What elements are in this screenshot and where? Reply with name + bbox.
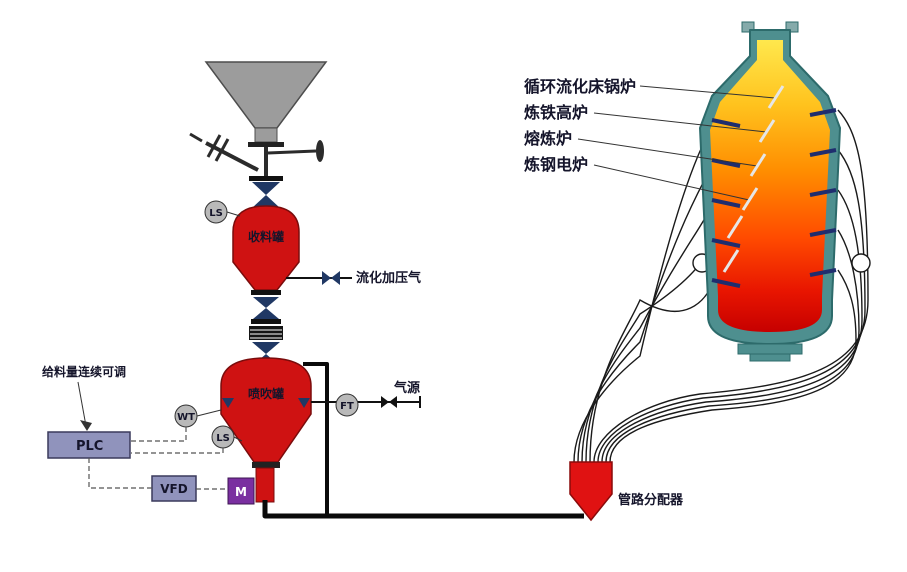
flange-2 xyxy=(251,319,281,324)
fluidizing-valve-left xyxy=(322,271,331,285)
label-pointer-lines xyxy=(577,85,776,201)
wire-wt-plc xyxy=(131,427,187,442)
pipe-left-5 xyxy=(589,279,715,463)
valve-cone-bottom xyxy=(252,195,280,208)
rotary-feeder: M xyxy=(227,462,280,505)
motor-label: M xyxy=(235,485,247,499)
inter-tank-stack xyxy=(249,290,283,366)
furnace-top-lug-left xyxy=(741,21,755,33)
pipe-distributor: 管路分配器 xyxy=(569,461,684,522)
pipe-left-4 xyxy=(585,239,715,463)
feeder-flange xyxy=(252,462,280,468)
lance-highlights xyxy=(722,215,744,273)
expansion-loop-right xyxy=(851,253,871,273)
pipe-right-2 xyxy=(597,149,866,463)
pipe-right-3 xyxy=(601,189,863,463)
flange-1 xyxy=(251,290,281,295)
injection-tank: 喷吹罐 xyxy=(220,357,312,463)
receiving-tank-inlet-valve xyxy=(249,176,283,208)
lance-tips-right xyxy=(809,108,837,277)
feed-note-arrow-line xyxy=(77,381,87,427)
plc-box xyxy=(47,431,131,459)
bottom-conveying-pipe xyxy=(262,500,584,519)
valve-flange xyxy=(249,176,283,181)
pipe-left-3 xyxy=(581,199,715,463)
valve-cone-top xyxy=(252,182,280,195)
hopper-neck xyxy=(254,127,278,143)
weight-transmitter: WT xyxy=(174,404,222,428)
injection-tank-label: 喷吹罐 xyxy=(248,386,284,401)
wt-label: WT xyxy=(177,412,195,423)
gas-source-label: 气源 xyxy=(394,380,420,396)
fluidizing-valve-right xyxy=(331,271,340,285)
pointer-end-lances xyxy=(741,85,785,211)
pipe-left-2 xyxy=(577,159,715,463)
wt-link xyxy=(196,409,222,417)
ft-label: FT xyxy=(340,401,354,412)
handwheel-stem xyxy=(267,149,317,155)
hopper-funnel xyxy=(204,61,328,129)
ls-top-circle xyxy=(204,200,228,224)
ft-circle xyxy=(335,393,359,417)
fluidizing-gas-label: 流化加压气 xyxy=(356,270,421,286)
receiving-tank-label: 收料罐 xyxy=(248,229,284,244)
furnace xyxy=(699,21,841,362)
furnace-base xyxy=(737,343,803,355)
gas-source-line: 气源 FT xyxy=(311,380,421,417)
wire-plc-vfd xyxy=(88,458,152,489)
wire-ls-plc xyxy=(131,448,224,454)
mid-valve-bottom xyxy=(253,308,279,319)
control-system: 给料量连续可调 PLC VFD xyxy=(42,364,226,502)
feed-note-label: 给料量连续可调 xyxy=(42,364,126,379)
furnace-interior-fire xyxy=(710,40,830,332)
feed-hopper xyxy=(189,61,328,178)
signal-wires xyxy=(88,427,226,490)
furnace-type-4: 炼钢电炉 xyxy=(524,155,588,174)
plc-label: PLC xyxy=(76,439,103,454)
distributor-body xyxy=(569,461,613,522)
feed-note-arrowhead xyxy=(80,420,92,431)
mid-valve-top xyxy=(253,297,279,308)
hopper-flange xyxy=(248,142,284,147)
vent-tail xyxy=(189,132,203,143)
distributor-label: 管路分配器 xyxy=(618,492,684,508)
furnace-type-1: 循环流化床锅炉 xyxy=(524,77,636,96)
furnace-type-3: 熔炼炉 xyxy=(524,129,572,148)
injection-tank-body xyxy=(220,357,312,463)
handwheel-icon xyxy=(316,140,324,162)
lance-tips-left xyxy=(711,118,741,288)
feeder-body xyxy=(255,467,275,503)
ls-top-link xyxy=(226,211,241,217)
aeration-nozzle-left xyxy=(222,398,234,408)
furnace-foot xyxy=(749,353,791,362)
vent-flange-1 xyxy=(214,138,230,162)
motor-body xyxy=(227,477,255,505)
conveying-riser-pipe xyxy=(303,362,329,516)
pipe-right-1 xyxy=(593,109,869,463)
vent-flange-2 xyxy=(206,134,222,158)
gas-valve-left xyxy=(381,396,389,408)
pipe-right-4 xyxy=(605,229,860,463)
aeration-nozzle-right xyxy=(298,398,310,408)
pipe-right-5 xyxy=(609,269,857,463)
ls-bottom-link xyxy=(233,436,243,442)
injection-inlet-valve-top xyxy=(252,342,280,354)
furnace-top-lug-right xyxy=(785,21,799,33)
fluidizing-gas-line: 流化加压气 xyxy=(286,270,421,286)
furnace-type-labels: 循环流化床锅炉 炼铁高炉 熔炼炉 炼钢电炉 xyxy=(524,77,636,174)
furnace-type-2: 炼铁高炉 xyxy=(524,103,588,122)
vfd-label: VFD xyxy=(160,482,187,496)
level-switch-top: LS xyxy=(204,200,241,224)
conveying-pipe-bundle xyxy=(573,109,869,463)
gas-valve-right xyxy=(389,396,397,408)
ls-bottom-label: LS xyxy=(216,433,230,444)
ls-top-label: LS xyxy=(209,208,223,219)
